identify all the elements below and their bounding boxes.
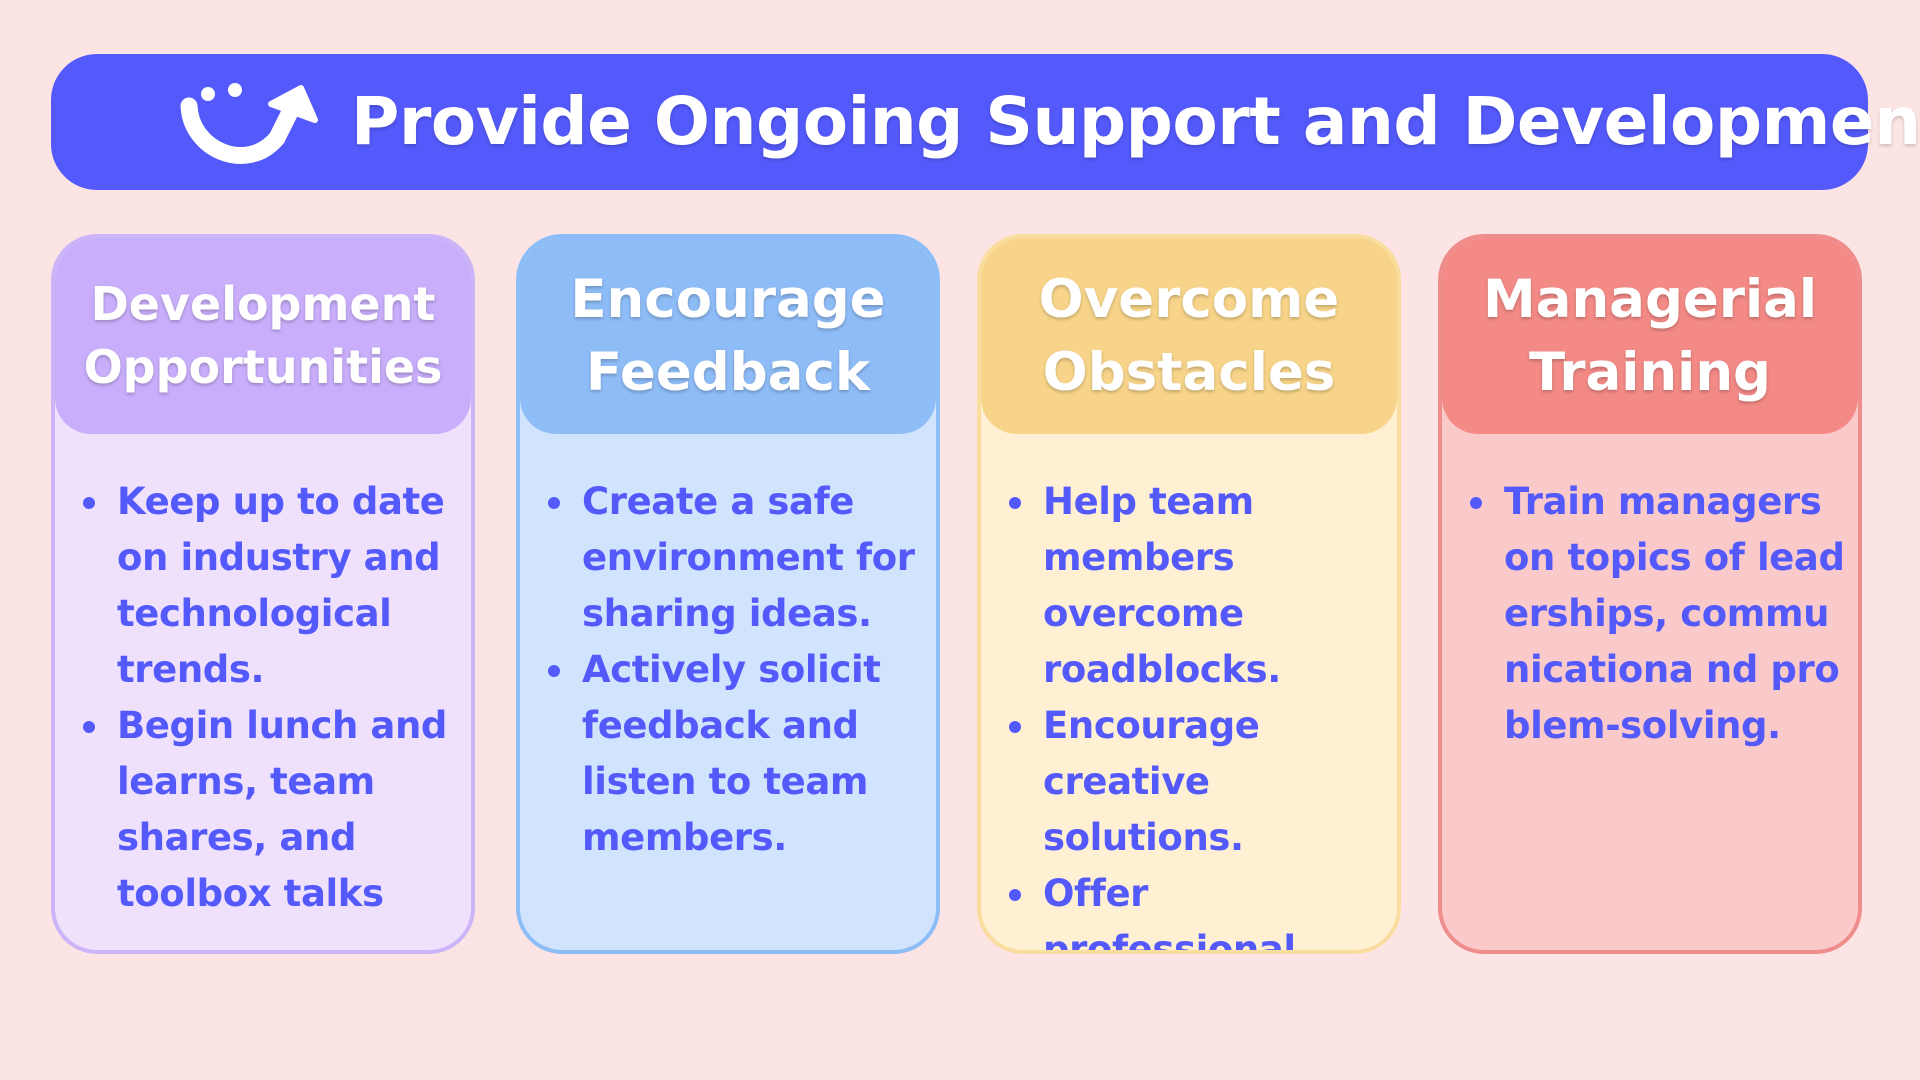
card-header: Encourage Feedback bbox=[520, 238, 936, 434]
card-managerial-training: Managerial Training Train managers on to… bbox=[1438, 234, 1862, 954]
bullet-list: Keep up to date on industry and technolo… bbox=[81, 474, 463, 922]
title-banner: Provide Ongoing Support and Development bbox=[51, 54, 1920, 190]
card-header: Development Opportunities bbox=[55, 238, 471, 434]
card-title-line: Opportunities bbox=[83, 340, 443, 394]
card-title-line: Overcome bbox=[1038, 268, 1340, 330]
bullet-item: Encourage creative solutions. bbox=[1007, 698, 1389, 866]
card-encourage-feedback: Encourage Feedback Create a safe environ… bbox=[516, 234, 940, 954]
card-title-line: Feedback bbox=[585, 342, 871, 403]
bullet-list: Train managers on topics of leaderships,… bbox=[1468, 474, 1850, 754]
card-title-line: Development bbox=[90, 276, 436, 331]
card-title-line: Encourage bbox=[570, 268, 886, 330]
page-title: Provide Ongoing Support and Development bbox=[351, 83, 1920, 160]
card-header: Managerial Training bbox=[1442, 238, 1858, 434]
bullet-item: Begin lunch and learns, team shares, and… bbox=[81, 698, 463, 922]
bullet-item: Offer professional coaching. bbox=[1007, 866, 1389, 950]
bullet-item: Help team members overcome roadblocks. bbox=[1007, 474, 1389, 698]
bullet-item: Create a safe environment for sharing id… bbox=[546, 474, 928, 642]
smile-arrow-icon bbox=[180, 83, 318, 164]
card-header: Overcome Obstacles bbox=[981, 238, 1397, 434]
bullet-list: Help team members overcome roadblocks. E… bbox=[1007, 474, 1389, 950]
bullet-list: Create a safe environment for sharing id… bbox=[546, 474, 928, 866]
bullet-item: Keep up to date on industry and technolo… bbox=[81, 474, 463, 698]
card-title-line: Obstacles bbox=[1042, 342, 1336, 403]
card-title-line: Training bbox=[1529, 342, 1771, 403]
bullet-item: Train managers on topics of leaderships,… bbox=[1468, 474, 1850, 754]
card-title-line: Managerial bbox=[1482, 268, 1818, 330]
card-development-opportunities: Development Opportunities Keep up to dat… bbox=[51, 234, 475, 954]
card-overcome-obstacles: Overcome Obstacles Help team members ove… bbox=[977, 234, 1401, 954]
bullet-item: Actively solicit feedback and listen to … bbox=[546, 642, 928, 866]
